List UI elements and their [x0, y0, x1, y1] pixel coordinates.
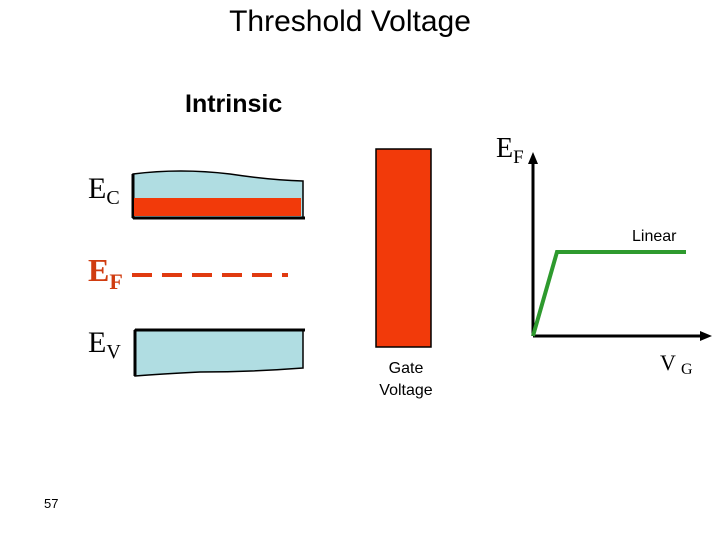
- graph-y-axis-label-sub: F: [513, 147, 524, 168]
- ef-label-sub: F: [109, 269, 123, 294]
- ef-label-main: E: [88, 252, 110, 288]
- slide-title: Threshold Voltage: [229, 5, 471, 38]
- graph-x-axis-label: V G: [660, 350, 693, 379]
- ev-label: EV: [88, 326, 121, 364]
- slide-subtitle: Intrinsic: [185, 90, 283, 118]
- graph-y-axis-arrow: [528, 152, 538, 164]
- ev-label-main: E: [88, 326, 107, 359]
- graph-x-axis-label-main: V: [660, 350, 676, 375]
- gate-voltage-label-line2: Voltage: [379, 382, 433, 399]
- linear-curve: [531, 250, 686, 337]
- page-number: 57: [44, 496, 59, 511]
- ef-label: EF: [88, 252, 123, 295]
- ec-label: EC: [88, 172, 120, 210]
- linear-label: Linear: [632, 228, 677, 245]
- graph-x-axis-arrow: [700, 331, 712, 341]
- graph-y-axis-label: EF: [496, 133, 524, 169]
- gate-voltage-label: Gate Voltage: [366, 358, 446, 402]
- gate-voltage-label-line1: Gate: [388, 360, 424, 377]
- gate-voltage-bar: [375, 148, 432, 348]
- conduction-band-strip: [134, 198, 301, 216]
- graph-x-axis-label-sub: G: [681, 361, 693, 378]
- ev-label-sub: V: [106, 341, 121, 363]
- valence-band: [134, 329, 304, 377]
- ec-label-main: E: [88, 172, 107, 205]
- graph-y-axis-label-main: E: [496, 133, 514, 164]
- ec-label-sub: C: [106, 187, 120, 209]
